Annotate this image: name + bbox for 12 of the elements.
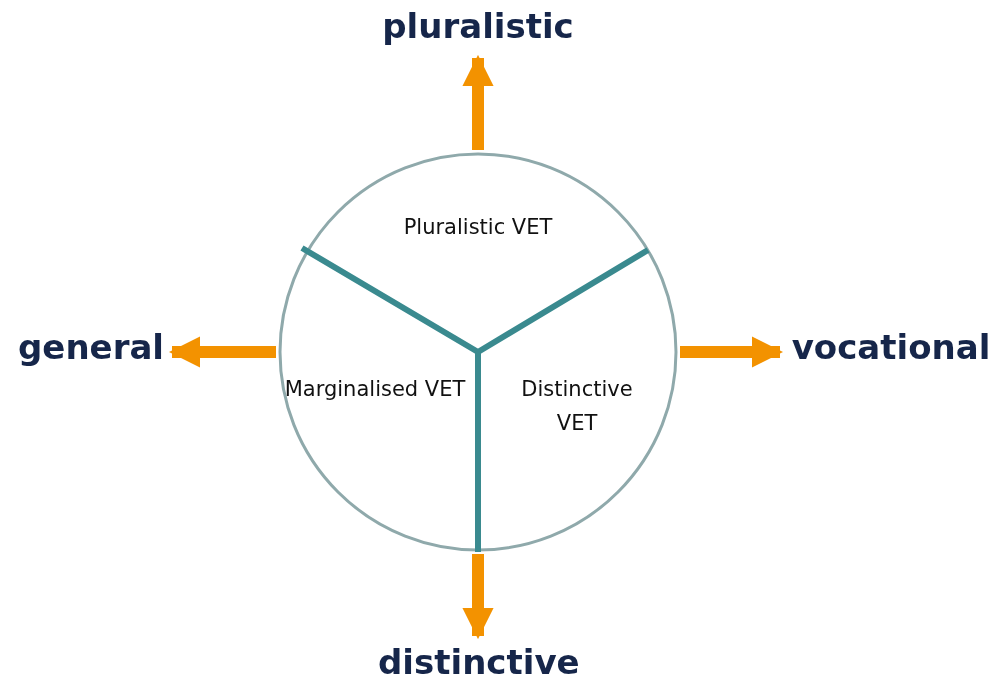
arrow [462,554,494,640]
axis-label: pluralistic [378,6,578,52]
axis-label: general [16,327,166,373]
sector-label: Distinctive VET [502,372,652,442]
sector-label: Marginalised VET [284,372,466,442]
circle-diagram [276,152,680,552]
arrow [168,336,276,368]
axis-label: distinctive [378,642,578,688]
arrow [680,336,784,368]
sector-label: Pluralistic VET [398,210,558,280]
arrow [462,54,494,150]
axis-label: vocational [786,327,996,373]
